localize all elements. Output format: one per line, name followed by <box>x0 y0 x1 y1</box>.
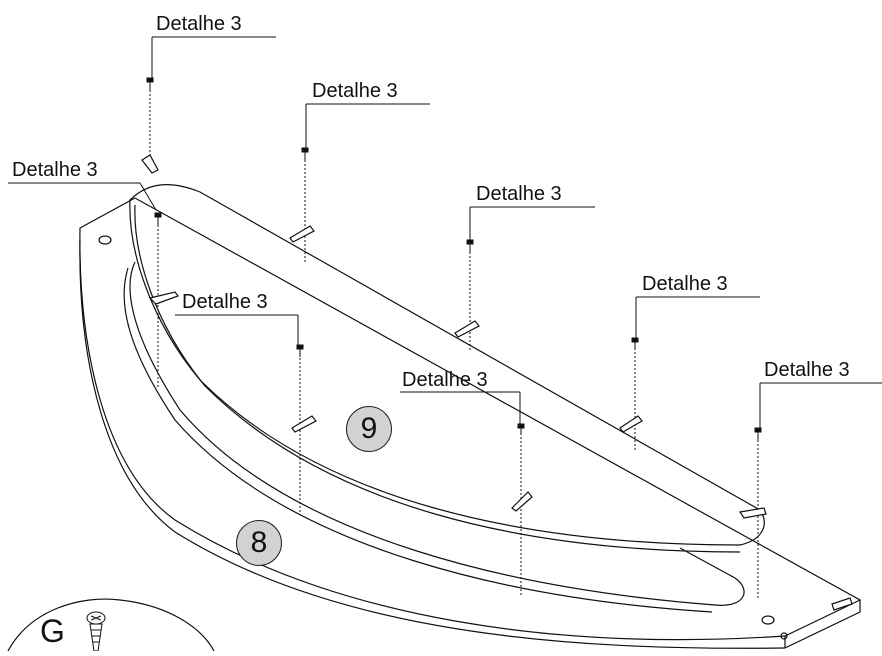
bracket-icon <box>141 154 159 174</box>
bracket-icon <box>289 225 315 243</box>
label-leaders <box>8 36 882 428</box>
part-number-9: 9 <box>346 406 392 452</box>
screw-icon <box>296 344 304 357</box>
screw-icon <box>301 147 309 160</box>
part-9-shelf <box>129 184 765 553</box>
bracket-icon <box>738 507 767 519</box>
detail-label: Detalhe 3 <box>182 291 268 313</box>
bracket-icon <box>148 291 179 305</box>
screw-icon <box>517 423 525 435</box>
detail-label: Detalhe 3 <box>642 273 728 295</box>
screw-icon <box>631 337 639 348</box>
part-number-8: 8 <box>236 520 282 566</box>
screw-icon <box>754 427 762 440</box>
detail-label: Detalhe 3 <box>12 159 98 181</box>
detail-label: Detalhe 3 <box>402 369 488 391</box>
bracket-icon <box>291 415 317 433</box>
detail-label: Detalhe 3 <box>476 183 562 205</box>
hardware-letter: G <box>40 613 65 649</box>
screw-icon <box>466 239 474 252</box>
bracket-icon <box>619 415 643 433</box>
screw-icon <box>154 212 162 225</box>
detail-label: Detalhe 3 <box>156 13 242 35</box>
detail-label: Detalhe 3 <box>312 80 398 102</box>
hardware-inset <box>7 598 215 652</box>
detail-label: Detalhe 3 <box>764 359 850 381</box>
screws <box>146 77 762 440</box>
bracket-icon <box>454 320 480 338</box>
screw-paths <box>149 90 759 598</box>
brackets <box>141 154 767 519</box>
bracket-icon <box>511 491 533 512</box>
screw-icon <box>146 77 154 90</box>
screw-icon <box>86 611 106 652</box>
